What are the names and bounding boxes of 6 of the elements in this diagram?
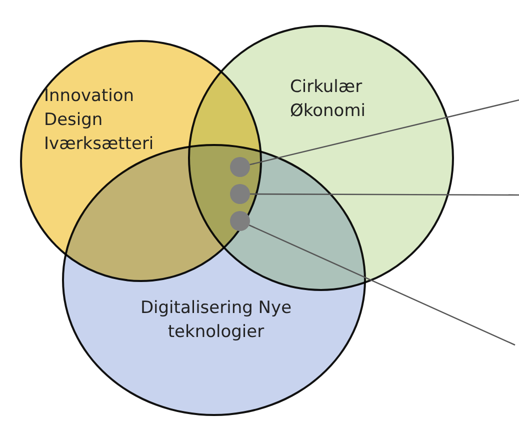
circle-label: Cirkulær Økonomi	[290, 76, 366, 123]
leader-line	[250, 99, 519, 166]
leader-line	[250, 193, 519, 196]
circle-label: Innovation Design Iværksætteri	[44, 85, 155, 156]
leader-line	[248, 224, 516, 346]
circle-label: Digitalisering Nye teknologier	[139, 297, 293, 344]
